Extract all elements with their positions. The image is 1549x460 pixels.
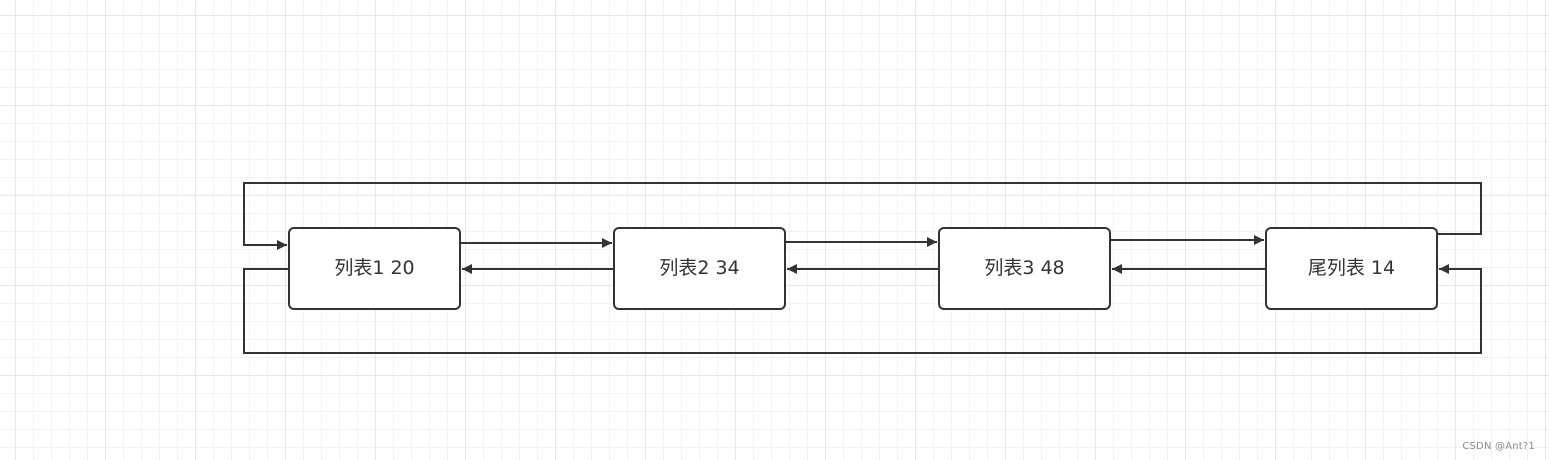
watermark: CSDN @Ant?1 xyxy=(1462,441,1535,452)
node-list-1-label: 列表1 20 xyxy=(334,257,414,279)
node-list-3[interactable]: 列表3 48 xyxy=(938,227,1111,310)
node-list-1-box[interactable] xyxy=(288,227,461,310)
node-tail-list[interactable]: 尾列表 14 xyxy=(1265,227,1438,310)
node-list-3-label: 列表3 48 xyxy=(984,257,1064,279)
node-list-1[interactable]: 列表1 20 xyxy=(288,227,461,310)
node-list-3-box[interactable] xyxy=(938,227,1111,310)
arrow-tail-to-head-loop[interactable] xyxy=(243,182,1482,250)
arrow-head-to-tail-loop[interactable] xyxy=(243,264,1482,354)
node-tail-list-label: 尾列表 14 xyxy=(1308,257,1395,279)
node-tail-list-box[interactable] xyxy=(1265,227,1438,310)
node-list-2-box[interactable] xyxy=(613,227,786,310)
node-list-2[interactable]: 列表2 34 xyxy=(613,227,786,310)
node-list-2-label: 列表2 34 xyxy=(659,257,739,279)
